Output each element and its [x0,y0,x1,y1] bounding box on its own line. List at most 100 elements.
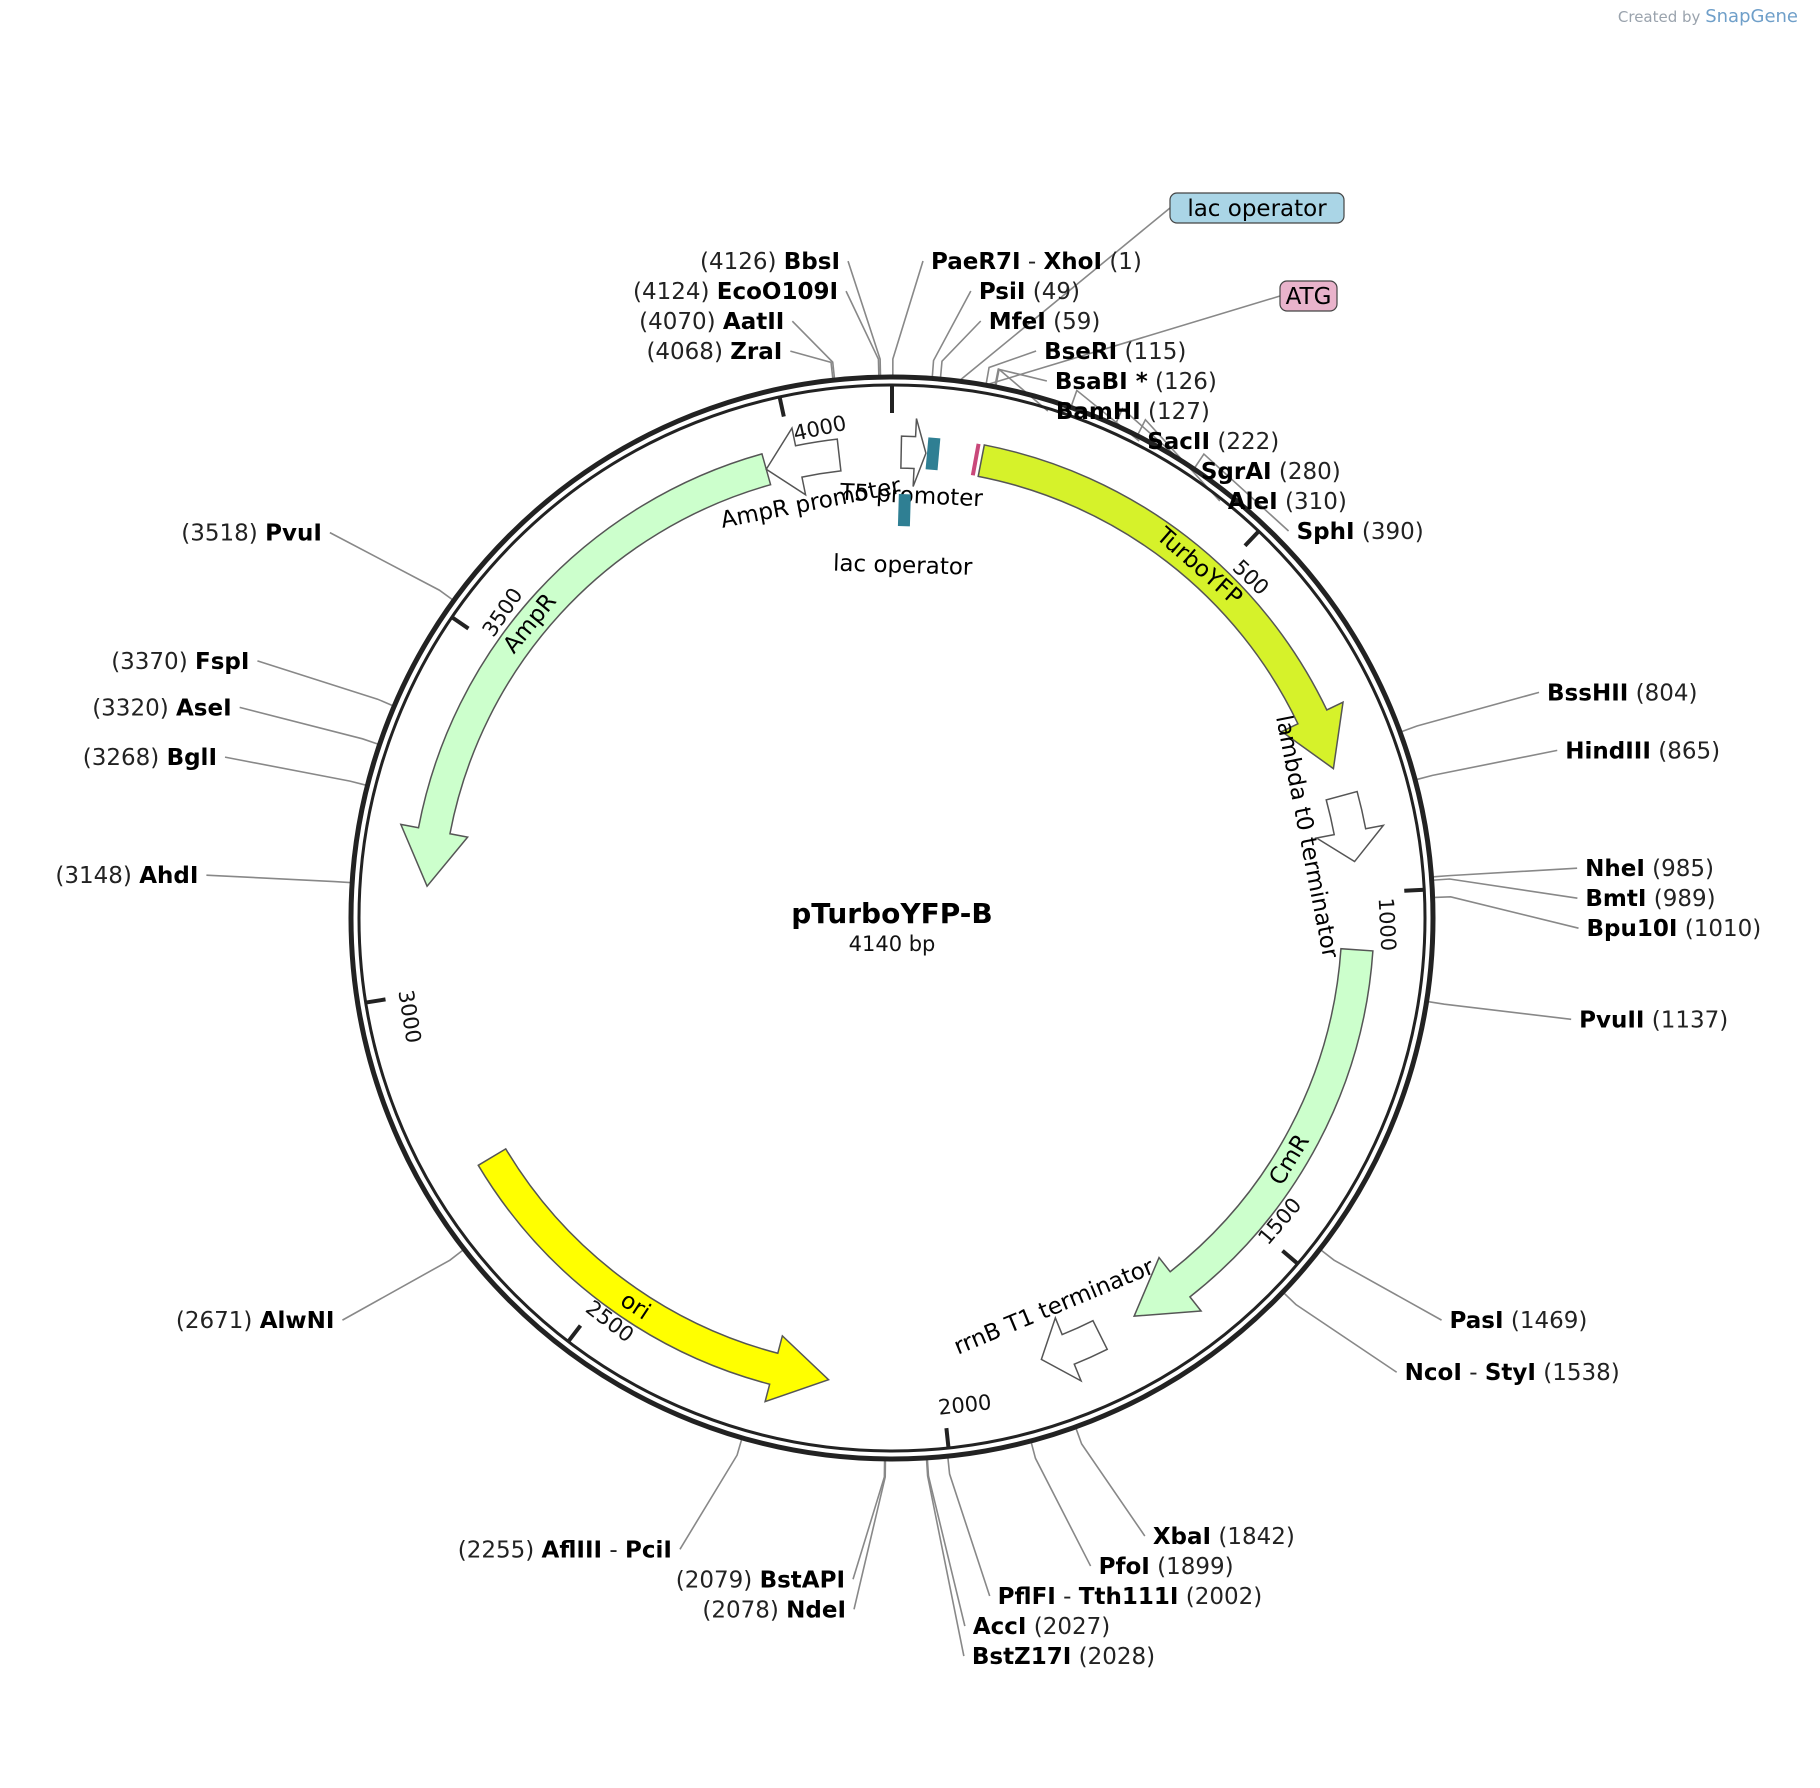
feature-lambda-t0-terminator [1314,790,1386,863]
site-labels: PaeR7I - XhoI (1) PsiI (49) MfeI (59) BseRI… [55,192,1762,1670]
leader-bbsi [847,260,882,376]
site-label-bpu10i[interactable]: Bpu10I (1010) [1587,916,1762,942]
site-label-paer7i[interactable]: PaeR7I - XhoI (1) [931,249,1142,275]
callout-leader-atg [989,295,1281,385]
site-label-nhei[interactable]: NheI (985) [1585,856,1714,882]
snapgene-credit: Created by SnapGene [1618,6,1798,27]
leader-ahdi [206,874,351,884]
site-label-bgli[interactable]: (3268) BglI [83,745,217,771]
leader-bmti [1433,878,1578,899]
leader-psii [931,290,972,377]
leader-aatii [791,320,836,379]
leader-bsabi- [994,368,1048,386]
site-label-ndei[interactable]: (2078) NdeI [702,1597,846,1623]
leader-ecoo109i [845,290,880,376]
leader-bgli [224,756,366,786]
site-label-pvui[interactable]: (3518) PvuI [181,521,322,547]
snapgene-logo: SnapGene [1705,6,1798,27]
leader-bseri [985,350,1037,384]
leader-hindiii [1416,749,1558,781]
leader-sphi [1194,452,1290,532]
site-label-afliii[interactable]: (2255) AflIII - PciI [458,1537,672,1563]
leader-pfoi [1030,1442,1092,1567]
site-label-bstz17i[interactable]: BstZ17I (2028) [972,1644,1155,1670]
site-label-ecoo109i[interactable]: (4124) EcoO109I [633,279,838,305]
site-label-bstapi[interactable]: (2079) BstAPI [676,1567,845,1593]
feature-lac-operator-inner [897,494,911,527]
site-label-bsabi-[interactable]: BsaBI * (126) [1055,369,1217,395]
leader-fspi [257,660,393,707]
callout-label-atg: ATG [1286,284,1332,310]
site-label-mfei[interactable]: MfeI (59) [989,309,1101,335]
feature-lac-operator [925,437,941,471]
leader-nhei [1433,867,1578,878]
site-label-ncoi[interactable]: NcoI - StyI (1538) [1405,1360,1620,1386]
tick-mark [1243,529,1261,548]
leader-bstz17i [925,1459,965,1657]
callout-box-atg[interactable] [1279,280,1338,312]
site-label-sphi[interactable]: SphI (390) [1297,519,1424,545]
site-label-bseri[interactable]: BseRI (115) [1044,339,1186,365]
plasmid-name: pTurboYFP-B [791,897,992,930]
site-label-pasi[interactable]: PasI (1469) [1450,1308,1588,1334]
leader-xbai [1075,1428,1146,1537]
site-label-hindiii[interactable]: HindIII (865) [1565,738,1720,764]
backbone-outer-circle [348,374,1436,1462]
leader-pflfi [947,1458,991,1597]
leader-pvui [329,531,453,601]
callout-box-lac-operator[interactable] [1169,192,1345,224]
tick-mark [1404,887,1425,893]
site-label-sacii[interactable]: SacII (222) [1147,429,1279,455]
site-label-pvuii[interactable]: PvuII (1137) [1579,1007,1728,1033]
leader-afliii [679,1439,743,1550]
site-label-aatii[interactable]: (4070) AatII [639,309,784,335]
site-label-alwni[interactable]: (2671) AlwNI [176,1308,335,1334]
leader-pvuii [1428,1000,1572,1021]
leader-asei [239,706,378,745]
site-label-sgrai[interactable]: SgrAI (280) [1201,459,1341,485]
leader-mfei [939,320,982,378]
feature-ampr [399,452,772,888]
feature-cmr [1132,947,1374,1318]
site-label-zrai[interactable]: (4068) ZraI [646,339,782,365]
tick-label: 2000 [937,1390,993,1420]
leader-bsshii [1401,691,1540,733]
site-leader-lines [206,207,1579,1657]
site-label-ahdi[interactable]: (3148) AhdI [55,863,198,889]
site-label-acci[interactable]: AccI (2027) [973,1614,1110,1640]
tick-mark [566,1324,583,1343]
tick-mark [944,1427,951,1449]
site-label-alei[interactable]: AleI (310) [1228,489,1347,515]
callout-label-lac-operator: lac operator [1187,196,1327,222]
leader-ncoi [1283,1292,1398,1373]
feature-turboyfp [977,444,1344,770]
site-label-bsshii[interactable]: BssHII (804) [1547,680,1697,706]
feature-rrnb-t1-terminator [1040,1315,1109,1383]
leader-ndei [853,1460,887,1610]
site-label-asei[interactable]: (3320) AseI [92,695,231,721]
leader-paer7i [892,260,924,376]
site-label-pfoi[interactable]: PfoI (1899) [1099,1554,1234,1580]
plasmid-length: 4140 bp [849,932,936,956]
site-label-fspi[interactable]: (3370) FspI [111,649,249,675]
tick-mark [365,997,386,1005]
site-label-pflfi[interactable]: PflFI - Tth111I (2002) [998,1584,1263,1610]
site-label-psii[interactable]: PsiI (49) [979,279,1080,305]
site-label-bbsi[interactable]: (4126) BbsI [700,249,840,275]
tick-mark [1281,1249,1299,1266]
leader-sgrai [1115,407,1194,472]
feature-t5-promoter [900,418,927,487]
leader-zrai [790,350,834,379]
leader-pasi [1320,1249,1442,1321]
credit-prefix: Created by [1617,8,1701,26]
tick-label: 1000 [1374,897,1401,952]
tick-label: 3000 [393,988,425,1045]
tick-mark [450,615,470,631]
feature-label-lac-operator: lac operator [833,551,974,581]
site-label-bamhi[interactable]: BamHI (127) [1056,399,1210,425]
site-label-bmti[interactable]: BmtI (989) [1585,886,1715,912]
feature-ampr-promoter [765,426,842,497]
site-label-xbai[interactable]: XbaI (1842) [1153,1524,1295,1550]
feature-label-t5-promoter: T5 promoter [839,480,984,513]
